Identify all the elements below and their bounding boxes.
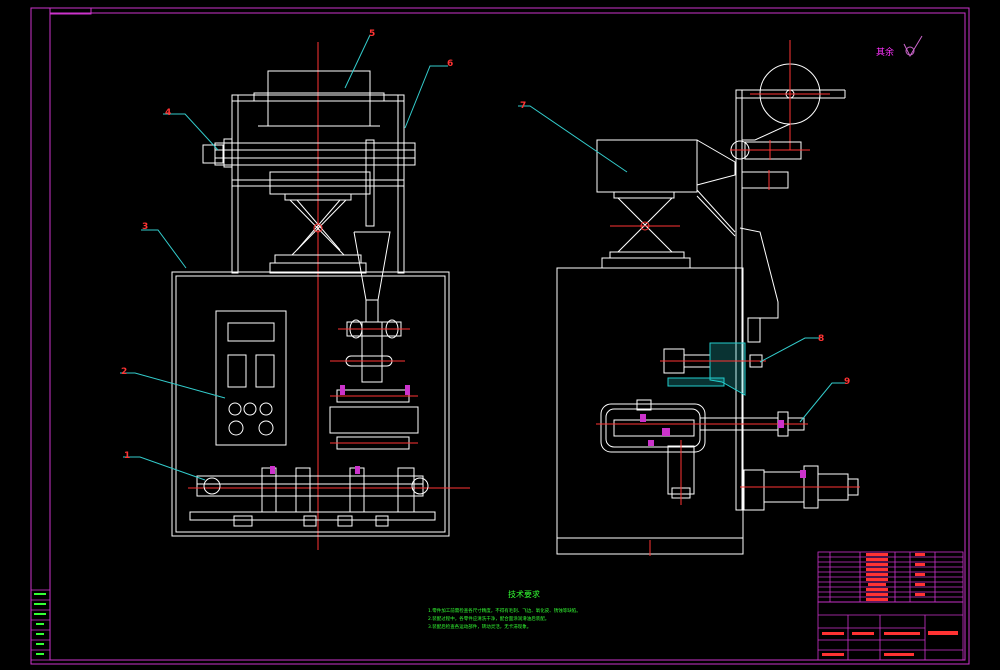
title-block — [817, 551, 964, 661]
callout-5: 5 — [369, 29, 375, 39]
front-view — [171, 42, 470, 550]
roughness-symbol: 其余 — [876, 35, 923, 58]
margin-strip-marks — [34, 593, 46, 655]
callout-3: 3 — [142, 222, 148, 232]
drawing-frame — [30, 7, 970, 665]
callout-9: 9 — [844, 377, 850, 387]
callout-2: 2 — [121, 367, 127, 377]
notes-title: 技术要求 — [508, 589, 540, 599]
roughness-label: 其余 — [876, 46, 894, 58]
callout-6: 6 — [447, 59, 453, 69]
notes-line-3: 3.装配后检查各运动部件，转动灵活，无卡滞现象。 — [428, 623, 531, 630]
callout-labels: 5 4 3 6 2 1 7 8 9 — [121, 29, 850, 461]
callout-leaders — [120, 34, 846, 481]
side-view — [556, 40, 860, 556]
margin-strip — [30, 589, 51, 661]
callout-1: 1 — [124, 451, 130, 461]
title-block-marks — [822, 553, 958, 656]
callout-8: 8 — [818, 334, 824, 344]
technical-notes: 技术要求 1.零件加工前需检查各尺寸精度，不得有毛刺、飞边、氧化皮、锈蚀等缺陷。… — [428, 589, 581, 630]
notes-line-2: 2.装配过程中，各零件应清洗干净，配合面涂润滑油后装配。 — [428, 615, 549, 622]
fastener-accents — [270, 385, 806, 478]
roughness-check-icon — [903, 35, 923, 58]
notes-line-1: 1.零件加工前需检查各尺寸精度，不得有毛刺、飞边、氧化皮、锈蚀等缺陷。 — [428, 607, 581, 614]
callout-7: 7 — [520, 101, 526, 111]
callout-4: 4 — [165, 108, 171, 118]
